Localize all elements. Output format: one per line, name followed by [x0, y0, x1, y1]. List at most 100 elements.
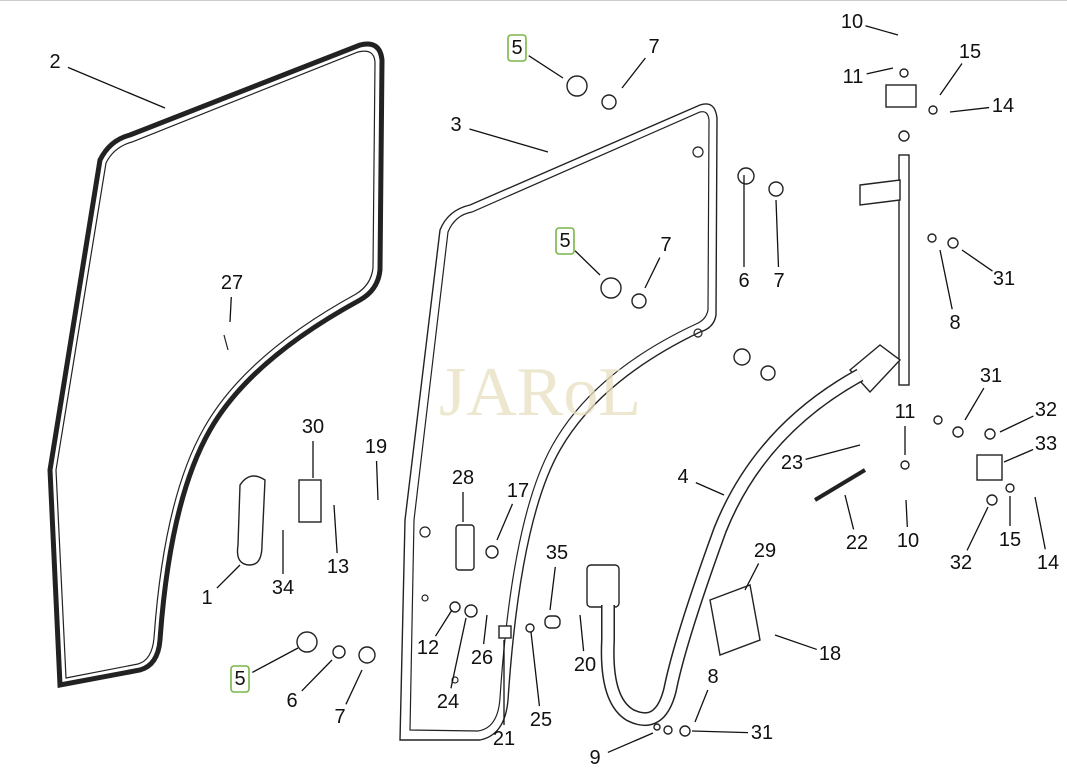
callout-label-8[interactable]: 8	[949, 312, 960, 334]
leader-line	[774, 634, 817, 651]
callout-label-2[interactable]: 2	[49, 51, 60, 73]
leader-line	[939, 63, 963, 96]
callout-label-23[interactable]: 23	[781, 452, 803, 474]
callout-label-5[interactable]: 5	[559, 230, 570, 252]
callout-label-26[interactable]: 26	[471, 647, 493, 669]
leader-line	[469, 128, 549, 153]
callout-label-20[interactable]: 20	[574, 654, 596, 676]
callout-highlight-box	[230, 665, 250, 693]
callout-label-10[interactable]: 10	[841, 11, 863, 33]
leader-line	[450, 617, 467, 689]
callout-label-7[interactable]: 7	[334, 706, 345, 728]
callout-label-24[interactable]: 24	[437, 691, 459, 713]
leader-line	[496, 503, 514, 541]
callout-label-31[interactable]: 31	[993, 268, 1015, 290]
leader-line	[865, 25, 899, 36]
callout-label-1[interactable]: 1	[201, 587, 212, 609]
callout-label-7[interactable]: 7	[660, 234, 671, 256]
leader-line	[966, 506, 989, 551]
callout-label-3[interactable]: 3	[450, 114, 461, 136]
callout-label-15[interactable]: 15	[959, 41, 981, 63]
leader-line	[482, 614, 488, 645]
callout-label-10[interactable]: 10	[897, 530, 919, 552]
leader-line	[905, 499, 908, 528]
callout-label-4[interactable]: 4	[677, 466, 688, 488]
callout-label-14[interactable]: 14	[992, 95, 1014, 117]
leader-line	[694, 689, 709, 723]
callout-label-18[interactable]: 18	[819, 643, 841, 665]
callout-label-13[interactable]: 13	[327, 556, 349, 578]
callout-label-25[interactable]: 25	[530, 709, 552, 731]
leader-line	[744, 563, 760, 591]
callout-label-21[interactable]: 21	[493, 728, 515, 750]
leader-line	[999, 415, 1034, 433]
leader-line	[621, 57, 646, 89]
leader-line	[844, 494, 855, 530]
callout-label-27[interactable]: 27	[221, 272, 243, 294]
callout-label-11[interactable]: 11	[895, 401, 916, 423]
leader-line	[805, 444, 861, 461]
leader-line	[574, 250, 601, 276]
callout-label-28[interactable]: 28	[452, 467, 474, 489]
leader-line	[644, 257, 661, 289]
leader-line	[964, 387, 985, 421]
leader-line	[961, 249, 993, 272]
callout-label-32[interactable]: 32	[1035, 399, 1057, 421]
callout-label-35[interactable]: 35	[546, 542, 568, 564]
leader-line	[67, 66, 166, 109]
leader-line	[866, 67, 894, 75]
callout-highlight-box	[555, 227, 575, 255]
callout-label-5[interactable]: 5	[511, 37, 522, 59]
pin-part	[223, 334, 229, 351]
callout-label-6[interactable]: 6	[738, 270, 749, 292]
callout-label-29[interactable]: 29	[754, 540, 776, 562]
leader-line	[939, 249, 953, 310]
leader-line	[775, 199, 780, 268]
hardware-parts	[236, 68, 1015, 737]
leader-line	[1003, 448, 1034, 463]
callout-label-8[interactable]: 8	[707, 666, 718, 688]
callout-label-6[interactable]: 6	[286, 690, 297, 712]
callout-label-31[interactable]: 31	[980, 365, 1002, 387]
callout-label-19[interactable]: 19	[365, 436, 387, 458]
leader-line	[528, 55, 564, 79]
leader-line	[530, 631, 541, 707]
callout-label-34[interactable]: 34	[272, 577, 294, 599]
leader-line	[949, 106, 990, 113]
callout-label-7[interactable]: 7	[773, 270, 784, 292]
callout-highlight-box	[507, 34, 527, 62]
callout-label-11[interactable]: 11	[843, 66, 864, 88]
callout-label-12[interactable]: 12	[417, 637, 439, 659]
leader-line	[252, 647, 299, 673]
callout-label-5[interactable]: 5	[234, 668, 245, 690]
leader-line	[434, 609, 453, 637]
door-seal-frame	[47, 41, 385, 688]
hinge-and-rod	[600, 154, 910, 726]
callout-label-33[interactable]: 33	[1035, 433, 1057, 455]
leader-line	[345, 669, 363, 705]
leader-lines	[67, 25, 1046, 754]
callout-label-9[interactable]: 9	[589, 747, 600, 769]
door-glass	[399, 103, 718, 741]
leader-line	[579, 614, 585, 652]
callout-label-15[interactable]: 15	[999, 529, 1021, 551]
callout-label-30[interactable]: 30	[302, 416, 324, 438]
leader-line	[1034, 496, 1046, 550]
callout-label-14[interactable]: 14	[1037, 552, 1059, 574]
callout-label-31[interactable]: 31	[751, 722, 773, 744]
callout-label-32[interactable]: 32	[950, 552, 972, 574]
leader-line	[607, 732, 654, 754]
callout-label-22[interactable]: 22	[846, 532, 868, 554]
leader-line	[301, 659, 333, 692]
callout-label-17[interactable]: 17	[507, 480, 529, 502]
leader-line	[549, 566, 556, 611]
leader-line	[229, 296, 232, 323]
leader-line	[333, 504, 338, 554]
callout-label-7[interactable]: 7	[648, 36, 659, 58]
leader-line	[695, 482, 725, 496]
top-border	[0, 0, 1067, 1]
leader-line	[216, 564, 241, 589]
leader-line	[375, 460, 379, 501]
